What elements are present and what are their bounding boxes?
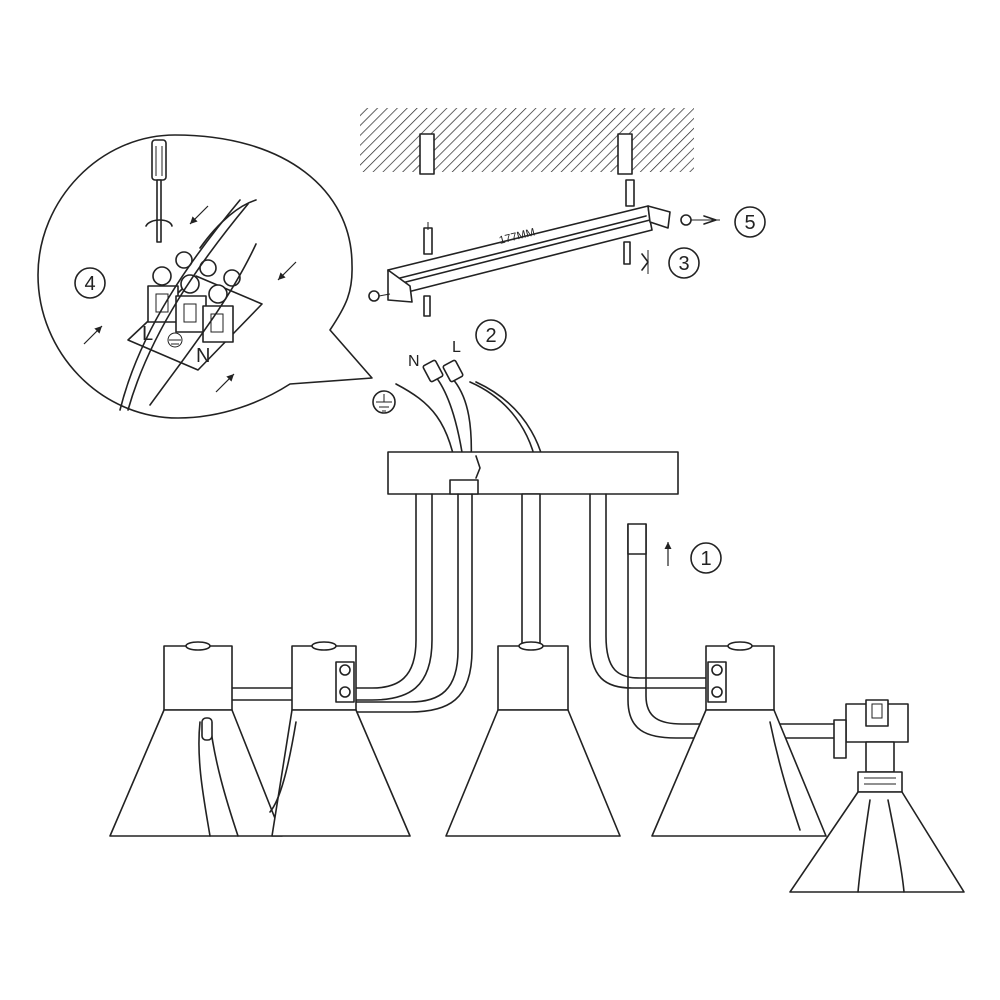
- step-badge-4: 4: [74, 267, 106, 299]
- lamp-shade-3: [445, 641, 621, 837]
- bracket-screws: [368, 179, 700, 317]
- lamp-shade-4: [651, 641, 827, 837]
- terminal-detail-bubble: L N 4: [37, 134, 373, 419]
- terminal-label-neutral: N: [196, 345, 210, 367]
- canopy: [387, 451, 679, 495]
- ceiling: [360, 108, 694, 175]
- lamp-arms: 1: [231, 493, 847, 739]
- screwdriver-icon: [145, 139, 173, 243]
- svg-text:3: 3: [678, 253, 689, 275]
- rotation-arrow-icons: [641, 215, 720, 274]
- mounting-bracket: 177MM: [387, 205, 671, 303]
- terminal-label-live: L: [142, 323, 153, 345]
- step-badge-2: 2: [475, 319, 507, 351]
- svg-text:1: 1: [700, 548, 711, 570]
- lamp-shade-5: [789, 699, 965, 893]
- lamp-shade-1: [109, 641, 283, 837]
- wire-label-neutral: N: [408, 353, 420, 370]
- svg-text:5: 5: [744, 212, 755, 234]
- step-badge-1: 1: [690, 542, 722, 574]
- svg-text:4: 4: [84, 273, 95, 295]
- wire-label-live: L: [452, 339, 461, 356]
- step-badge-5: 5: [734, 206, 766, 238]
- terminal-block: L N: [127, 251, 263, 371]
- lamp-shade-2: [269, 641, 411, 837]
- step-badge-3: 3: [668, 247, 700, 279]
- earth-icon: [372, 390, 396, 414]
- svg-text:2: 2: [485, 325, 496, 347]
